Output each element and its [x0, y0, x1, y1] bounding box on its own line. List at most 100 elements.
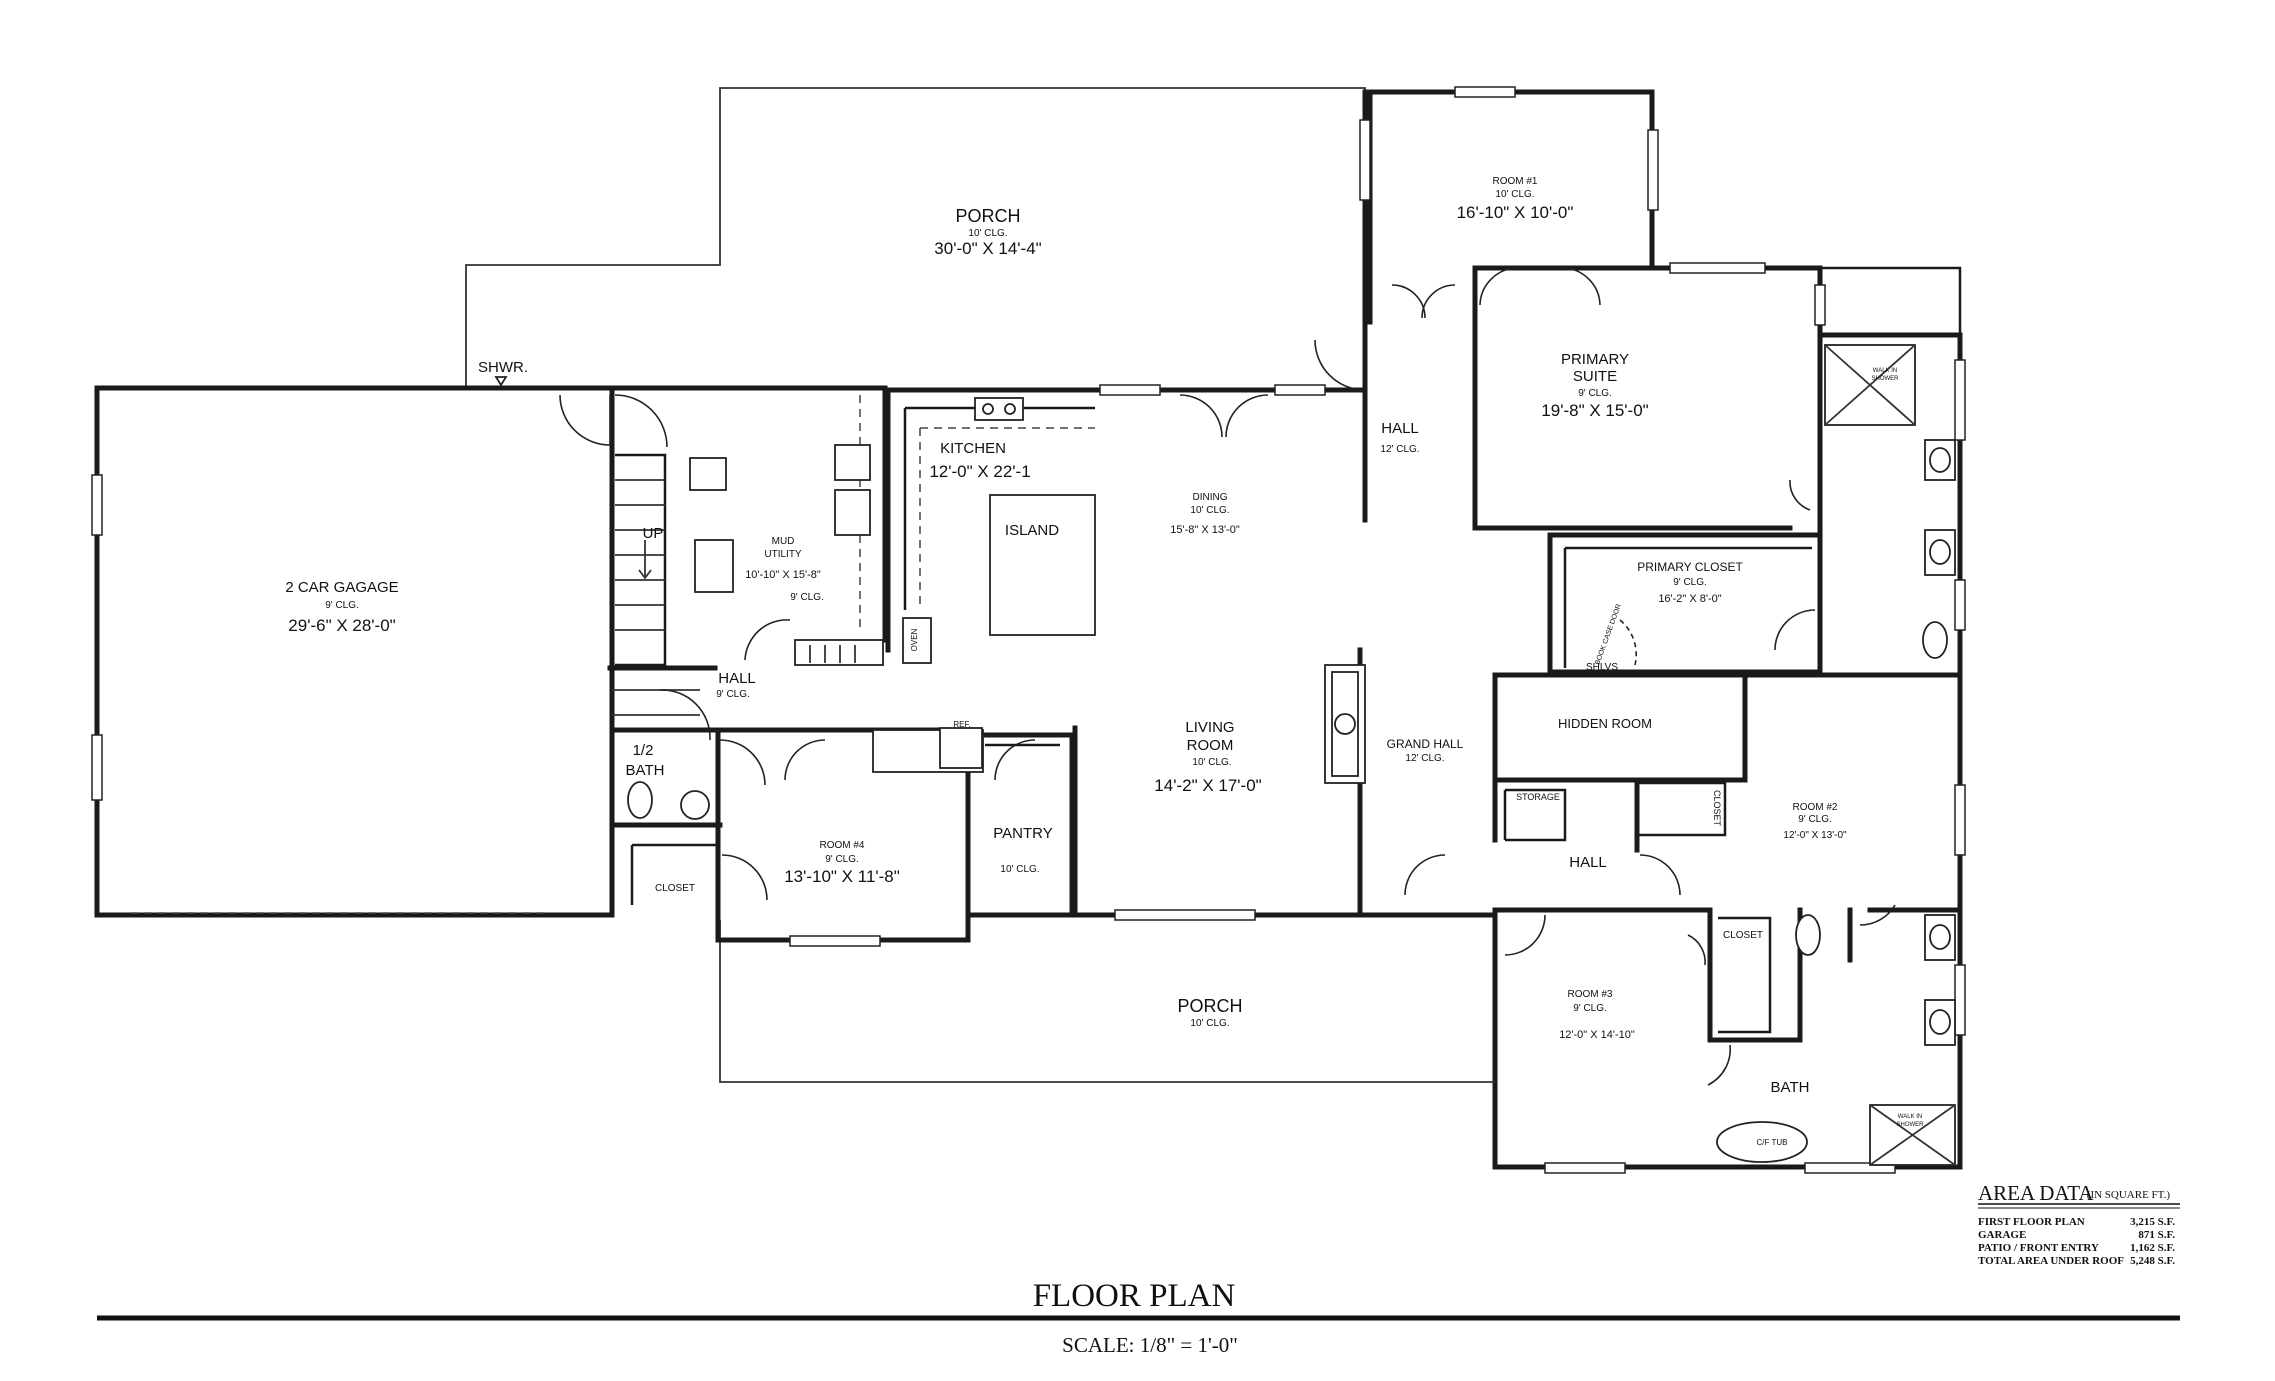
- living-name-1: LIVING: [1185, 719, 1234, 736]
- porch-top-outline: [465, 87, 1366, 390]
- refrigerator-label: REF.: [953, 720, 970, 729]
- primary-suite-label: PRIMARY SUITE 9' CLG. 19'-8" X 15'-0": [1541, 351, 1648, 420]
- room4-ceiling: 9' CLG.: [825, 854, 859, 865]
- primary-closet-ceiling: 9' CLG.: [1673, 577, 1707, 588]
- primary-closet-label: PRIMARY CLOSET 9' CLG. 16'-2" X 8'-0": [1637, 560, 1743, 605]
- living-room-label: LIVING ROOM 10' CLG. 14'-2" X 17'-0": [1154, 719, 1261, 795]
- porch-top-name: PORCH: [955, 206, 1020, 226]
- porch-bottom-name: PORCH: [1177, 996, 1242, 1016]
- doors: [559, 267, 1896, 1086]
- walk-in-shower-1-line2: SHOWER: [1872, 376, 1900, 382]
- room3-label: ROOM #3 9' CLG. 12'-0" X 14'-10": [1559, 989, 1635, 1041]
- bookcase-door-label: BOOK CASE DOOR: [1594, 603, 1623, 666]
- primary-suite-name-2: SUITE: [1573, 368, 1617, 385]
- room3-ceiling: 9' CLG.: [1573, 1003, 1607, 1014]
- plan-title: FLOOR PLAN: [1033, 1278, 1236, 1314]
- kitchen-name: KITCHEN: [940, 440, 1006, 457]
- area-row-2-label: GARAGE: [1978, 1229, 2026, 1241]
- dining-ceiling: 10' CLG.: [1190, 505, 1229, 516]
- room4-size: 13'-10" X 11'-8": [784, 867, 900, 886]
- half-bath-label: 1/2 BATH: [626, 742, 665, 779]
- walk-in-shower-1-line1: WALK IN: [1873, 368, 1897, 374]
- closet-left-label: CLOSET: [655, 883, 695, 894]
- walk-in-shower-2-line2: SHOWER: [1897, 1122, 1925, 1128]
- hall-upper-name: HALL: [1381, 420, 1419, 437]
- stairs-up-label: UP: [643, 525, 664, 542]
- mud-utility-label: MUD UTILITY 10'-10" X 15'-8" 9' CLG.: [745, 536, 824, 603]
- mud-name-1: MUD: [772, 536, 795, 547]
- pantry-label: PANTRY 10' CLG.: [993, 825, 1052, 875]
- grand-hall-name: GRAND HALL: [1387, 737, 1464, 751]
- closet-room3-label: CLOSET: [1723, 930, 1763, 941]
- fireplace: [1324, 664, 1366, 784]
- area-row-1-label: FIRST FLOOR PLAN: [1978, 1216, 2085, 1228]
- living-ceiling: 10' CLG.: [1192, 757, 1231, 768]
- half-bath-name-1: 1/2: [633, 742, 654, 759]
- area-row-4-label: TOTAL AREA UNDER ROOF: [1978, 1255, 2124, 1267]
- room3-name: ROOM #3: [1567, 989, 1612, 1000]
- primary-suite-name-1: PRIMARY: [1561, 351, 1629, 368]
- room1-ceiling: 10' CLG.: [1495, 189, 1534, 200]
- area-row-3-value: 1,162 S.F.: [2130, 1242, 2175, 1254]
- living-name-2: ROOM: [1187, 737, 1234, 754]
- half-bath-name-2: BATH: [626, 762, 665, 779]
- garage-name: 2 CAR GAGAGE: [285, 579, 398, 596]
- garage-ceiling: 9' CLG.: [325, 600, 359, 611]
- area-row-2-value: 871 S.F.: [2138, 1229, 2175, 1241]
- hall-upper-ceiling: 12' CLG.: [1380, 444, 1419, 455]
- walk-in-shower-2-line1: WALK IN: [1898, 1114, 1922, 1120]
- pantry-ceiling: 10' CLG.: [1000, 864, 1039, 875]
- bath-label: BATH: [1771, 1079, 1810, 1096]
- porch-bottom-ceiling: 10' CLG.: [1190, 1018, 1229, 1029]
- room3-size: 12'-0" X 14'-10": [1559, 1029, 1635, 1041]
- area-row-4-value: 5,248 S.F.: [2130, 1255, 2175, 1267]
- room4-name: ROOM #4: [819, 840, 864, 851]
- room2-name: ROOM #2: [1792, 802, 1837, 813]
- room2-label: ROOM #2 9' CLG. 12'-0" X 13'-0": [1783, 802, 1847, 841]
- oven-label: OVEN: [910, 628, 919, 651]
- dining-name: DINING: [1193, 492, 1228, 503]
- primary-suite-ceiling: 9' CLG.: [1578, 388, 1612, 399]
- area-row-3-label: PATIO / FRONT ENTRY: [1978, 1242, 2099, 1254]
- mud-name-2: UTILITY: [764, 549, 802, 560]
- hall-right-label: HALL: [1569, 854, 1607, 871]
- shower-label: SHWR.: [478, 359, 528, 376]
- mud-ceiling: 9' CLG.: [790, 592, 824, 603]
- mud-size: 10'-10" X 15'-8": [745, 569, 821, 581]
- room1-label: ROOM #1 10' CLG. 16'-10" X 10'-0": [1457, 176, 1574, 222]
- grand-hall-ceiling: 12' CLG.: [1405, 753, 1444, 764]
- hidden-room-label: HIDDEN ROOM: [1558, 716, 1652, 731]
- windows: [91, 86, 1966, 1174]
- porch-bottom-label: PORCH 10' CLG.: [1177, 996, 1242, 1029]
- tub-label: C/F TUB: [1757, 1138, 1788, 1147]
- plan-scale: SCALE: 1/8" = 1'-0": [1062, 1333, 1238, 1357]
- kitchen-size: 12'-0" X 22'-1: [929, 462, 1030, 481]
- room2-ceiling: 9' CLG.: [1798, 814, 1832, 825]
- area-data-table: AREA DATA (IN SQUARE FT.) FIRST FLOOR PL…: [1978, 1181, 2175, 1267]
- room4-label: ROOM #4 9' CLG. 13'-10" X 11'-8": [784, 840, 900, 886]
- hall-left-ceiling: 9' CLG.: [716, 689, 750, 700]
- storage-label: STORAGE: [1516, 792, 1560, 802]
- garage-size: 29'-6" X 28'-0": [288, 616, 395, 635]
- stairs: [612, 453, 700, 716]
- primary-closet-size: 16'-2" X 8'-0": [1658, 593, 1721, 605]
- hall-left-label: HALL 9' CLG.: [716, 670, 756, 700]
- living-size: 14'-2" X 17'-0": [1154, 776, 1261, 795]
- primary-closet-name: PRIMARY CLOSET: [1637, 560, 1743, 574]
- grand-hall-label: GRAND HALL 12' CLG.: [1387, 737, 1464, 764]
- hall-upper-label: HALL 12' CLG.: [1380, 420, 1419, 455]
- kitchen-label: KITCHEN 12'-0" X 22'-1: [929, 440, 1030, 481]
- area-data-units: (IN SQUARE FT.): [2087, 1189, 2171, 1201]
- area-row-1-value: 3,215 S.F.: [2130, 1216, 2175, 1228]
- hall-left-name: HALL: [718, 670, 756, 687]
- primary-suite-size: 19'-8" X 15'-0": [1541, 401, 1648, 420]
- closet-room2-label: CLOSET: [1712, 790, 1722, 827]
- area-data-heading: AREA DATA: [1978, 1181, 2094, 1205]
- porch-top-size: 30'-0" X 14'-4": [934, 239, 1041, 258]
- room2-size: 12'-0" X 13'-0": [1783, 830, 1847, 841]
- room1-size: 16'-10" X 10'-0": [1457, 203, 1574, 222]
- fixtures: [494, 344, 1956, 1166]
- pantry-name: PANTRY: [993, 825, 1052, 842]
- porch-top-ceiling: 10' CLG.: [968, 228, 1007, 239]
